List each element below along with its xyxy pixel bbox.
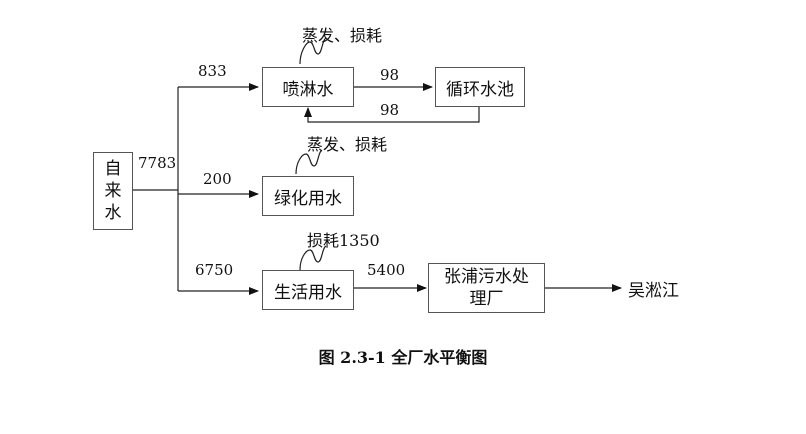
flow-to-spray-label: 833 [198,62,227,80]
sewage-plant-box: 张浦污水处 理厂 [428,263,545,313]
domestic-loss-label: 损耗1350 [307,231,380,250]
circulating-pool-box: 循环水池 [435,67,525,107]
domestic-water-box: 生活用水 [262,270,354,310]
flow-to-green-label: 200 [203,170,232,188]
spray-loss-label: 蒸发、损耗 [302,26,383,45]
greening-water-box: 绿化用水 [262,176,354,216]
source-box: 自 来 水 [93,152,133,230]
flow-to-domestic-label: 6750 [195,261,234,279]
flow-pool-to-spray-label: 98 [380,101,400,119]
sink-label: 吴淞江 [628,281,679,301]
domestic-loss-squiggle [299,245,327,271]
green-loss-squiggle [295,149,323,175]
figure-caption: 图 2.3-1 全厂水平衡图 [318,348,488,367]
pool-return-line [304,106,480,123]
spray-water-box: 喷淋水 [262,67,354,107]
flow-total-label: 7783 [138,154,177,172]
spray-loss-squiggle [299,37,327,65]
flow-domestic-to-plant-label: 5400 [367,261,406,279]
green-loss-label: 蒸发、损耗 [307,135,388,154]
flow-spray-to-pool-label: 98 [380,66,400,84]
